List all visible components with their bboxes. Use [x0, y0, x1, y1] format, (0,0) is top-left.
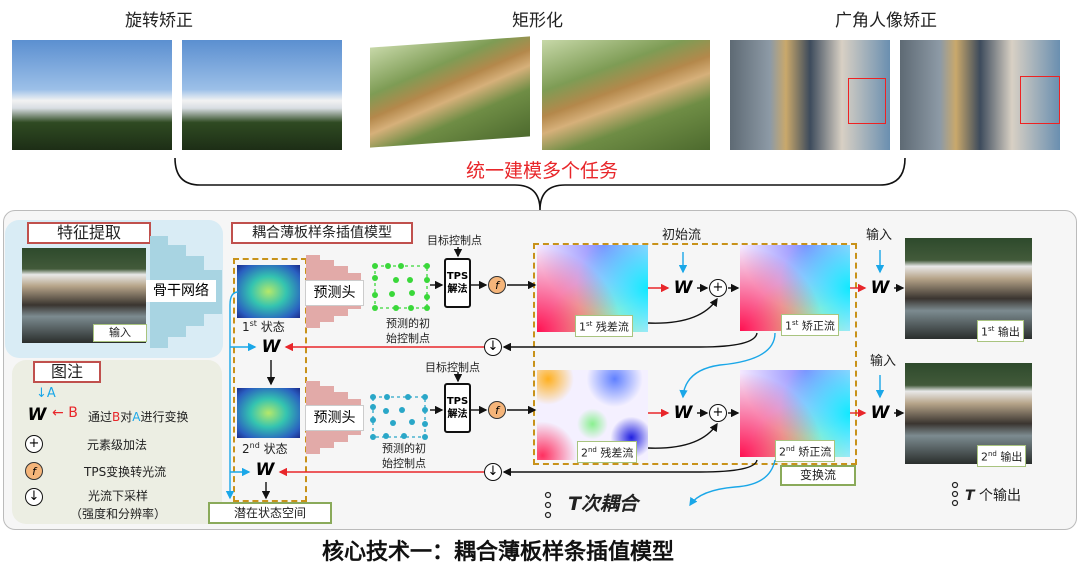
legend-a: ↓A	[36, 386, 56, 401]
output-2-label: 2nd 输出	[977, 445, 1027, 467]
legend-tps-icon: f	[25, 462, 43, 480]
state-1-image	[237, 265, 300, 318]
prediction-head-2: 预测头	[305, 405, 364, 431]
pred-ctrl-label-2: 预测的初始控制点	[382, 442, 426, 470]
legend-add-desc: 元素级加法	[87, 438, 148, 452]
giraffe-output-image	[542, 40, 710, 150]
tps-to-flow-icon: f	[488, 401, 506, 419]
face-box	[848, 78, 886, 124]
task-title-rectangling: 矩形化	[512, 11, 563, 31]
warp-icon: W	[670, 400, 696, 426]
legend-b: ← B	[52, 405, 78, 421]
castle-input-image	[12, 40, 172, 150]
warp-icon: W	[252, 457, 278, 483]
legend-tps-desc: TPS变换转光流	[84, 465, 167, 479]
feature-input-label: 输入	[93, 324, 147, 342]
prediction-head-1: 预测头	[305, 280, 364, 306]
model-title: 耦合薄板样条插值模型	[231, 222, 413, 244]
backbone-label: 骨干网络	[146, 280, 216, 302]
output-input-label-2: 输入	[870, 354, 897, 369]
portrait-output-image	[900, 40, 1060, 150]
target-ctrl-label-2: 目标控制点	[425, 361, 480, 374]
tps-to-flow-icon: f	[488, 276, 506, 294]
output-1-label: 1st 输出	[977, 320, 1024, 342]
target-ctrl-label-1: 目标控制点	[427, 234, 482, 247]
castle-output-image	[182, 40, 342, 150]
downsample-icon: ↓	[484, 338, 502, 356]
downsample-icon: ↓	[484, 463, 502, 481]
warp-icon: W	[670, 275, 696, 301]
init-flow-label: 初始流	[662, 228, 702, 243]
warp-icon: W	[867, 275, 893, 301]
figure-caption: 核心技术一：耦合薄板样条插值模型	[322, 540, 675, 565]
rect-flow-2-label: 2nd 矫正流	[775, 440, 836, 462]
legend-title: 图注	[33, 361, 101, 383]
legend-warp-desc: 通过B对A进行变换	[88, 410, 189, 424]
residual-flow-1-label: 1st 残差流	[575, 315, 633, 337]
t-coupling-label: T次耦合	[568, 493, 638, 515]
t-outputs-label: T 个输出	[965, 488, 1022, 504]
warp-icon: W	[867, 400, 893, 426]
add-icon: +	[709, 404, 727, 422]
portrait-input-image	[730, 40, 890, 150]
warp-icon: W	[258, 334, 284, 360]
task-title-rotation: 旋转矫正	[125, 11, 193, 31]
legend-add-icon: +	[25, 435, 43, 453]
state-1-label: 1st 状态	[242, 319, 285, 334]
face-box	[1020, 76, 1060, 124]
state-2-image	[237, 388, 300, 438]
task-title-portrait: 广角人像矫正	[835, 11, 937, 31]
legend-panel	[12, 360, 222, 524]
add-icon: +	[709, 279, 727, 297]
legend-downsample-icon: ↓	[25, 488, 43, 506]
output-input-label-1: 输入	[866, 228, 893, 243]
state-2-label: 2nd 状态	[242, 441, 288, 456]
legend-warp-icon: W	[24, 402, 50, 428]
latent-space-label: 潜在状态空间	[208, 502, 332, 524]
rect-flow-1-label: 1st 矫正流	[781, 314, 839, 336]
feature-title: 特征提取	[27, 222, 151, 244]
unify-label: 统一建模多个任务	[462, 156, 623, 183]
residual-flow-1	[537, 245, 648, 332]
residual-flow-2-label: 2nd 残差流	[577, 441, 638, 463]
transform-flow-label: 变换流	[780, 465, 856, 486]
pred-ctrl-label-1: 预测的初始控制点	[386, 317, 430, 345]
legend-down-desc-2: （强度和分辨率）	[70, 507, 167, 521]
legend-down-desc-1: 光流下采样	[88, 489, 149, 503]
